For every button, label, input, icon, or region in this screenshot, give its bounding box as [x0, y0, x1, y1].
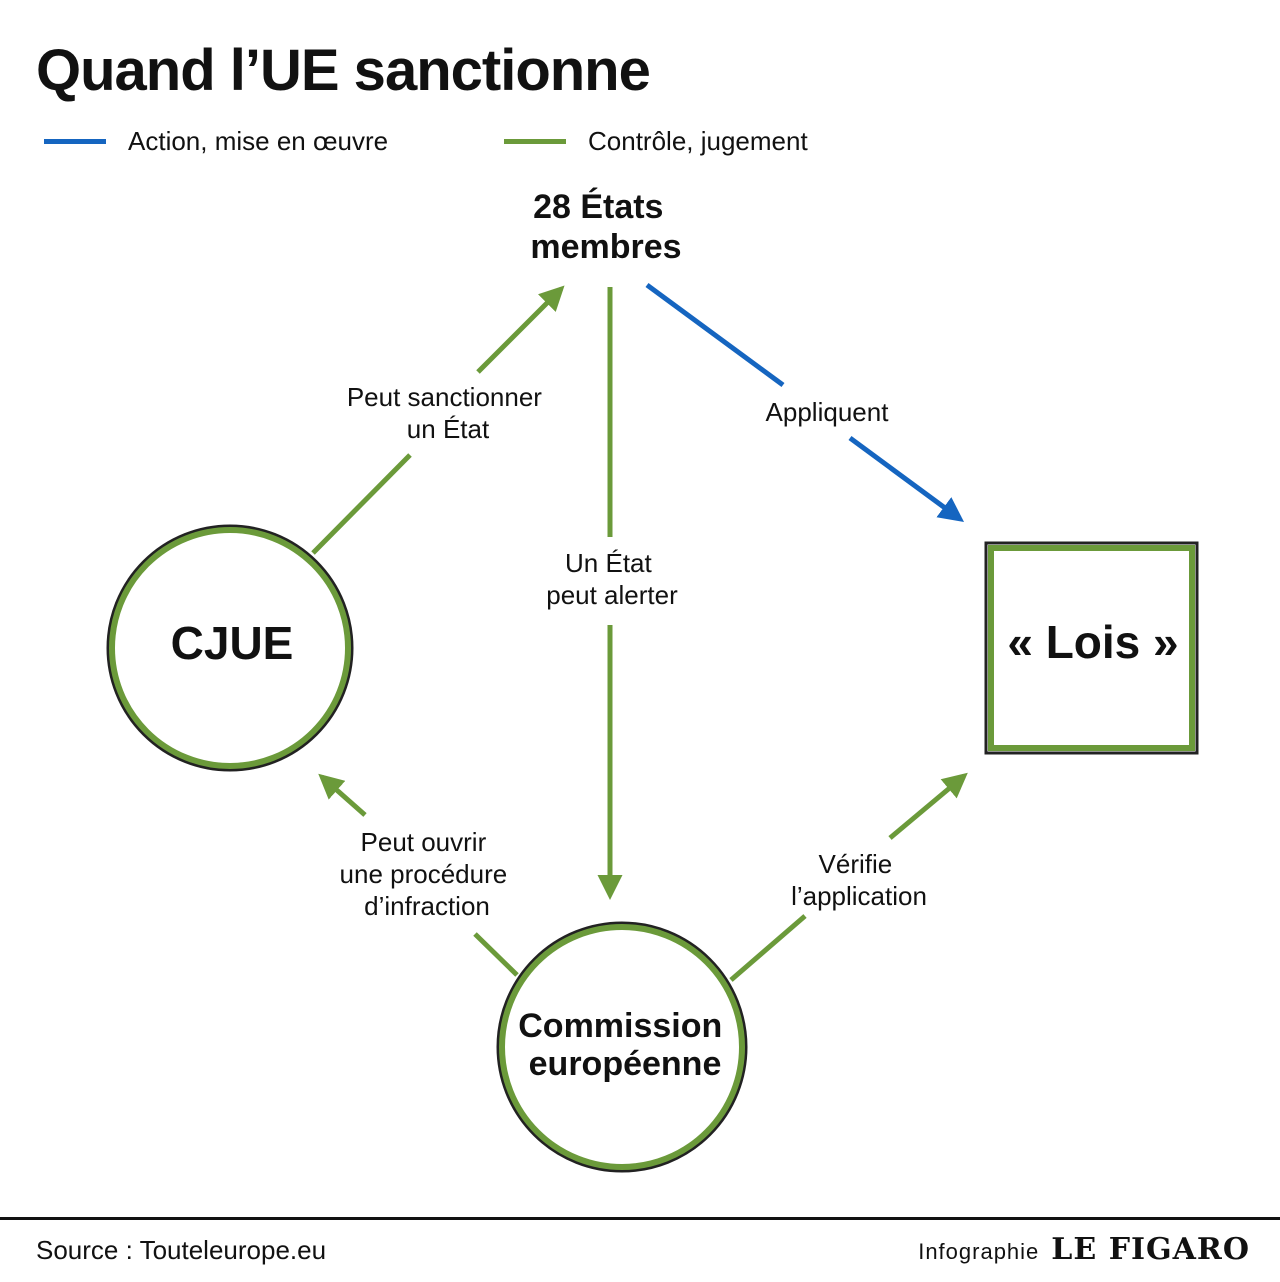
node-label-cjue: CJUE: [171, 617, 294, 669]
legend-item-action: Action, mise en œuvre: [44, 124, 388, 158]
edge-cjue-to-etats: [311, 285, 565, 555]
node-label-commission: Commission européenne: [518, 1007, 732, 1083]
legend-label-action: Action, mise en œuvre: [128, 125, 389, 156]
legend-line-green: [504, 138, 566, 144]
edge-label-cjue-to-etats: Peut sanctionner un État: [347, 382, 549, 444]
edge-label-etats-to-commission: Un État peut alerter: [546, 548, 678, 610]
footer-divider: [0, 1217, 1280, 1220]
edge-commission-to-lois: [729, 772, 968, 982]
legend-label-control: Contrôle, jugement: [588, 125, 808, 156]
node-etats-membres: 28 États membres: [530, 188, 681, 266]
edge-etats-to-lois: [645, 282, 965, 522]
edge-label-etats-to-lois: Appliquent: [766, 397, 890, 427]
le-figaro-logo: LE FIGARO: [1051, 1232, 1250, 1267]
diagram: Peut sanctionner un État Appliquent Un É…: [106, 188, 1199, 1173]
legend-item-control: Contrôle, jugement: [504, 124, 808, 158]
page-title: Quand l’UE sanctionne: [36, 38, 651, 103]
credit-label: Infographie: [918, 1239, 1040, 1264]
edge-label-commission-to-lois: Vérifie l’application: [791, 849, 927, 911]
source-text: Source : Touteleurope.eu: [36, 1235, 327, 1265]
node-cjue: CJUE: [106, 524, 354, 772]
edge-commission-to-cjue: [318, 773, 519, 977]
node-commission: Commission européenne: [496, 921, 748, 1173]
credit: Infographie LE FIGARO: [918, 1232, 1250, 1267]
node-label-lois: « Lois »: [1007, 616, 1178, 668]
edge-label-commission-to-cjue: Peut ouvrir une procédure d’infraction: [340, 827, 515, 921]
node-lois: « Lois »: [984, 541, 1199, 755]
legend-line-blue: [44, 138, 106, 144]
